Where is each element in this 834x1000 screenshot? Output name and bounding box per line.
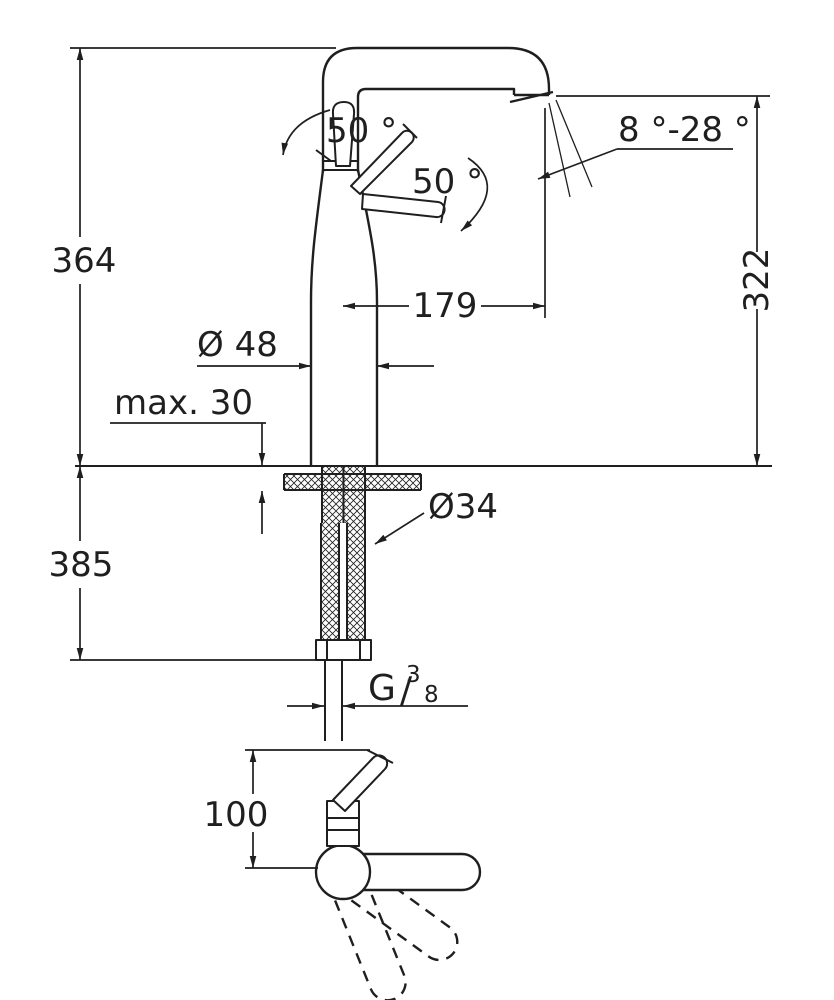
label-handle-angle-front: 50 ° [326, 111, 397, 151]
handle-swing-arc-left [281, 109, 331, 156]
front-view [281, 46, 593, 465]
spout-outlet-face [509, 90, 554, 104]
label-below-counter-depth: 385 [49, 545, 114, 585]
connection-nut [315, 639, 372, 661]
lever-handle [331, 101, 356, 167]
lever-open-position [361, 193, 446, 219]
washer-hatch-left [285, 475, 321, 489]
body-neck-side [326, 800, 360, 847]
lever-side-profile [332, 754, 389, 812]
shank-edges [321, 467, 366, 523]
dimension-labels: 364 385 322 179 Ø 48 max. 30 Ø34 50 ° 50… [49, 110, 777, 835]
hose-left-hatch [321, 523, 339, 640]
hose-edges [320, 523, 366, 640]
side-view [314, 749, 482, 1000]
extension-lines [70, 47, 770, 869]
thread-numerator: 3 [406, 662, 421, 688]
connection-tube [324, 660, 343, 741]
spout-outer-edge [321, 46, 551, 172]
lever-closed-tick [315, 149, 332, 162]
washer-hatch-right [366, 475, 420, 489]
thread-slash: / [400, 670, 413, 711]
handle-swing-arc-right [460, 157, 489, 232]
body-neck-rings [327, 817, 359, 831]
body-side-profile [314, 843, 372, 901]
spout-side-profile [341, 852, 482, 892]
spout-inner-edge [356, 87, 516, 172]
label-body-diameter: Ø 48 [197, 325, 278, 365]
spout-swivel-position-1 [342, 864, 459, 962]
label-max-counter-thickness: max. 30 [114, 383, 253, 423]
label-mounting-hole-diameter: Ø34 [428, 487, 498, 527]
connection-nut-facets [326, 640, 361, 660]
label-side-height: 100 [204, 795, 269, 835]
dim-34-leader [374, 512, 425, 545]
label-spout-projection: 179 [413, 286, 478, 326]
lever-side-grip [366, 749, 394, 764]
lever-open-tick [440, 195, 447, 224]
label-total-height: 364 [52, 241, 117, 281]
lever-mid-tick [402, 123, 418, 139]
thread-denominator: 8 [424, 682, 439, 708]
outlet-angle-lines [548, 99, 593, 198]
body-right-edge [356, 169, 379, 465]
installation-parts [75, 465, 772, 741]
label-thread-size: G 3 / 8 [368, 662, 439, 711]
label-spout-angle-range: 8 °-28 ° [618, 110, 751, 150]
body-left-edge [309, 169, 325, 465]
thread-letter: G [368, 668, 396, 709]
dimension-lines [70, 47, 770, 869]
label-spout-height: 322 [737, 248, 777, 313]
label-handle-angle-open: 50 ° [412, 162, 483, 202]
angle-range-leader [537, 148, 618, 180]
spout-swivel-position-2 [330, 876, 407, 1000]
hose-right-hatch [347, 523, 365, 640]
